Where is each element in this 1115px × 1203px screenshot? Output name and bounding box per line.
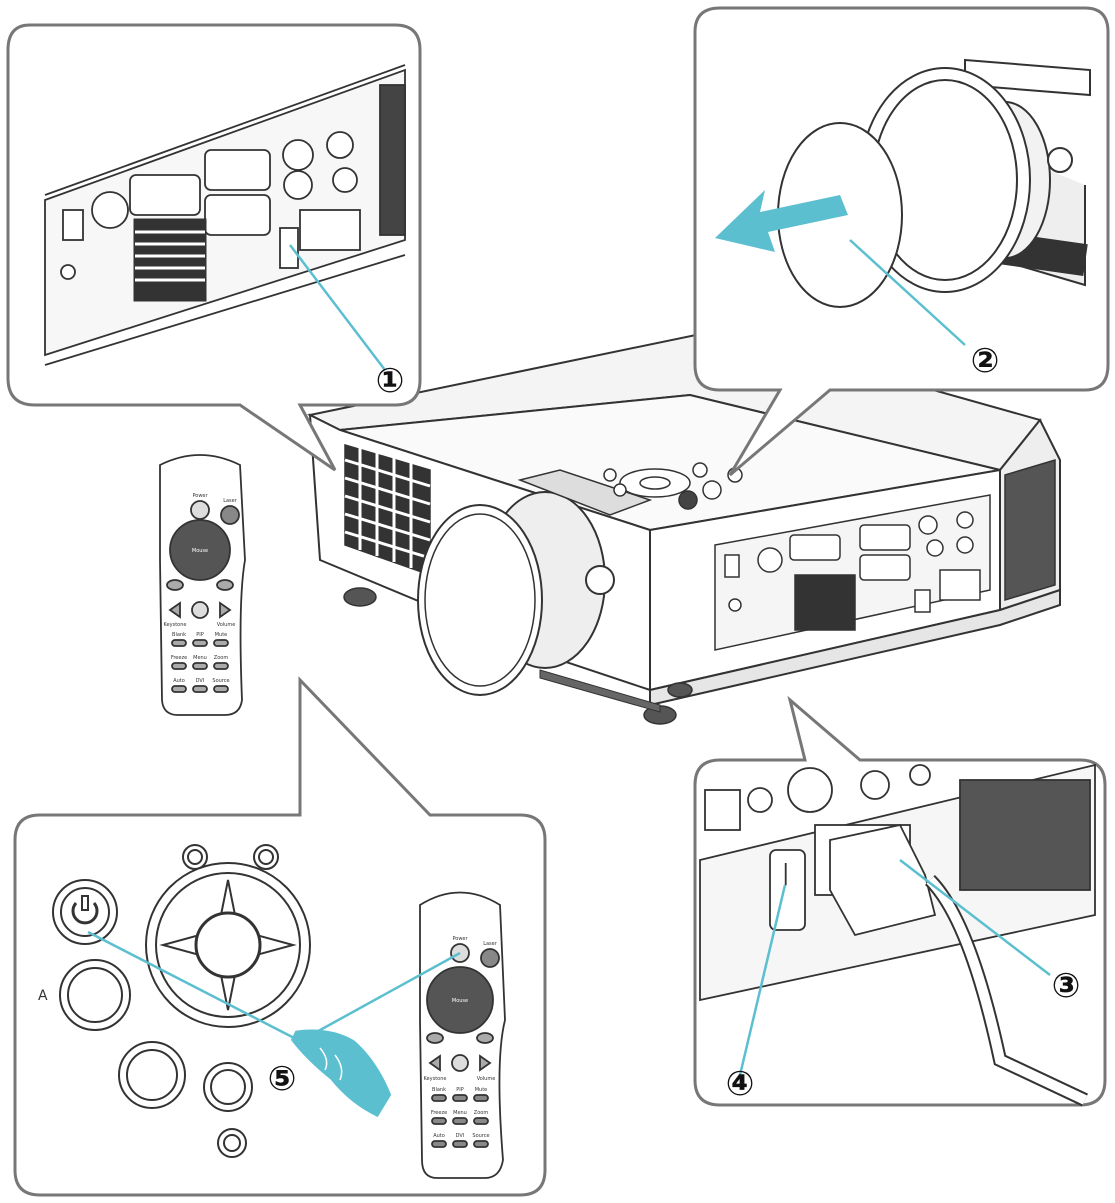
panel-label-a: A: [38, 988, 48, 1004]
remote2-label-row1-1: PIP: [456, 1087, 464, 1093]
remote-label-mouse: Mouse: [192, 548, 208, 554]
callout-4-leader: [738, 884, 787, 1076]
callout-panel-2: [693, 6, 1110, 477]
remote-label-row3-0: Auto: [173, 678, 185, 684]
remote-control-main: [159, 454, 246, 716]
remote2-label-row2-0: Freeze: [431, 1110, 447, 1116]
side-vent: [1004, 458, 1056, 602]
callout-1-leader: [289, 244, 386, 371]
callout-number-1: ①: [376, 361, 405, 401]
front-vent-grille: [344, 443, 431, 577]
remote2-label-row1-0: Blank: [432, 1087, 446, 1093]
callout-number-2: ②: [971, 341, 1000, 381]
callout-panel-3-4: |: [693, 695, 1107, 1107]
remote2-label-row2-1: Menu: [453, 1110, 467, 1116]
remote-label-row2-2: Zoom: [214, 655, 229, 661]
remote-control-closeup: [419, 891, 506, 1179]
remote2-label-row2-2: Zoom: [474, 1110, 489, 1116]
remote-label-row2-1: Menu: [193, 655, 207, 661]
remote-label-power: Power: [192, 493, 208, 499]
remote2-label-row3-2: Source: [472, 1133, 489, 1139]
callout-5-leader-a: [87, 930, 299, 1042]
remote-label-keystone: Keystone: [164, 622, 187, 628]
remote-label-row3-2: Source: [212, 678, 229, 684]
remote2-label-mouse: Mouse: [452, 998, 468, 1004]
callout-panel-5: A Power L: [13, 676, 547, 1197]
remote2-label-row3-0: Auto: [433, 1133, 445, 1139]
remote-label-row3-1: DVI: [196, 678, 205, 684]
remote-label-row1-0: Blank: [172, 632, 186, 638]
callout-5-leader-b: [301, 951, 461, 1042]
remote2-label-power: Power: [452, 936, 468, 942]
control-buttons-closeup: [52, 844, 311, 1158]
remote2-label-laser: Laser: [483, 941, 498, 947]
bottom-vent: [539, 669, 661, 713]
callout-3-leader: [899, 859, 1051, 976]
callout-number-5: ⑤: [268, 1059, 297, 1099]
remote-label-row1-1: PIP: [196, 632, 204, 638]
projector-feet: [343, 587, 693, 725]
remote2-label-volume: Volume: [477, 1076, 496, 1082]
remove-cap-arrow: [715, 190, 848, 252]
remote-label-row2-0: Freeze: [171, 655, 187, 661]
callout-panel-1: [6, 23, 422, 472]
callout-number-3: ③: [1052, 966, 1081, 1006]
remote-label-volume: Volume: [217, 622, 236, 628]
power-icon: [71, 895, 99, 925]
top-control-panel: [517, 462, 743, 516]
side-io-panel: [714, 494, 991, 651]
remote-label-laser: Laser: [223, 498, 238, 504]
switch-mark: |: [782, 861, 789, 886]
projector-lens: [417, 491, 615, 696]
callout-2-leader: [849, 239, 966, 346]
callout-number-4: ④: [726, 1064, 755, 1104]
remote2-label-row3-1: DVI: [456, 1133, 465, 1139]
remote2-label-keystone: Keystone: [424, 1076, 447, 1082]
remote-label-row1-2: Mute: [215, 632, 228, 638]
remote2-label-row1-2: Mute: [475, 1087, 488, 1093]
